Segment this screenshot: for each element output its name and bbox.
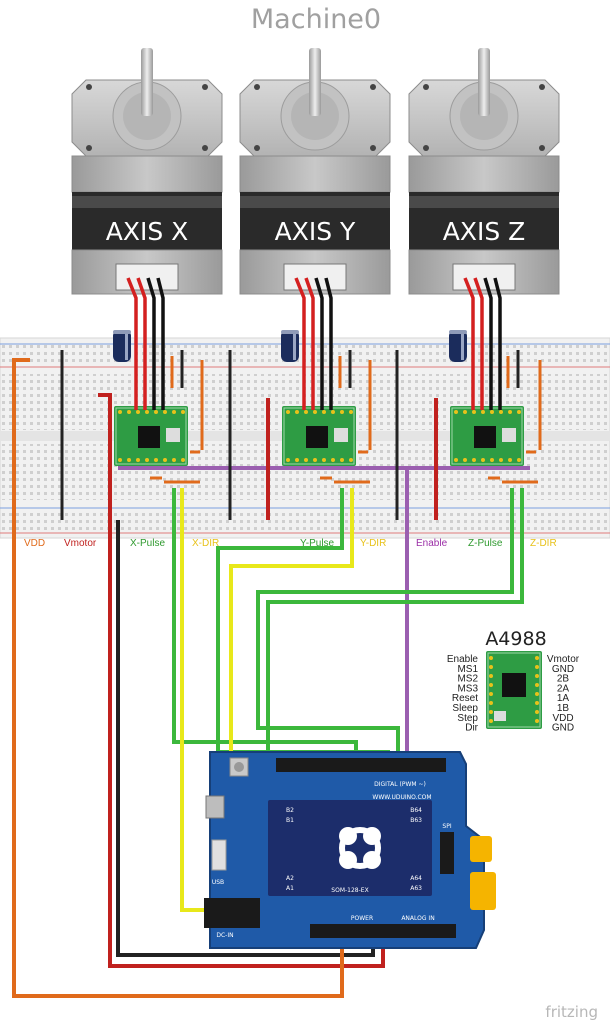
analog-header-label: ANALOG IN — [401, 915, 434, 922]
breadboard-label: Y-DIR — [360, 538, 386, 549]
som-left-label: A2 — [286, 875, 294, 882]
motor-label: AXIS X — [106, 217, 189, 246]
legend-left-pin: Sleep — [452, 703, 478, 714]
som-right-label: B64 — [410, 807, 422, 814]
capacitor — [281, 330, 299, 362]
som-left-label: B1 — [286, 817, 294, 824]
power-header-label: POWER — [351, 915, 373, 922]
legend-right-pin: GND — [552, 723, 574, 734]
legend-left-pin: Dir — [465, 723, 478, 734]
diagram-title: Machine0 — [251, 4, 381, 35]
spi-header — [440, 832, 454, 874]
legend-left-pin: MS1 — [457, 664, 478, 675]
fritzing-watermark: fritzing — [545, 1003, 598, 1021]
breadboard-label: VDD — [24, 538, 45, 549]
breadboard-label: Vmotor — [64, 538, 97, 549]
som-label: SOM-128-EX — [331, 887, 368, 894]
som-right-label: A64 — [410, 875, 422, 882]
motor-label: AXIS Y — [275, 217, 356, 246]
motor-label: AXIS Z — [443, 217, 526, 246]
breadboard-label: X-Pulse — [130, 538, 165, 549]
wire-x-vmotor — [98, 393, 112, 520]
som-left-label: A1 — [286, 885, 294, 892]
legend-right-pin: Vmotor — [547, 654, 580, 665]
wire-vdd — [12, 358, 344, 998]
a4988-driver — [114, 406, 188, 466]
legend-right-pin: GND — [552, 664, 574, 675]
a4988-driver — [450, 406, 524, 466]
legend-right-pin: 2B — [557, 674, 570, 685]
breadboard-label: Enable — [416, 538, 448, 549]
breadboard-label: X-DIR — [192, 538, 219, 549]
a4988-driver — [282, 406, 356, 466]
legend-right-pin: 2A — [557, 683, 570, 694]
som-right-label: B63 — [410, 817, 422, 824]
legend-title: A4988 — [485, 628, 546, 650]
breadboard-label: Y-Pulse — [300, 538, 335, 549]
som-right-label: A63 — [410, 885, 422, 892]
motor-cable — [126, 277, 165, 410]
motor-cable — [463, 277, 502, 410]
som-left-label: B2 — [286, 807, 294, 814]
legend-left-pin: MS3 — [457, 683, 478, 694]
legend-right-pin: VDD — [552, 713, 573, 724]
legend-right-pin: 1B — [557, 703, 570, 714]
microcontroller-board: DIGITAL (PWM ~) WWW.UDUINO.COM POWER ANA… — [204, 751, 496, 949]
legend-left-pin: Step — [457, 713, 478, 724]
legend-left-pin: Reset — [452, 693, 478, 704]
breadboard-label: Z-DIR — [530, 538, 557, 549]
capacitor — [113, 330, 131, 362]
breadboard-label: Z-Pulse — [468, 538, 503, 549]
capacitor — [449, 330, 467, 362]
wire-enable — [118, 466, 530, 760]
som-module — [268, 800, 432, 896]
usb-label: USB — [212, 879, 224, 886]
website-label: WWW.UDUINO.COM — [372, 794, 431, 801]
usb-port — [205, 795, 225, 819]
motor-cable — [294, 277, 333, 410]
legend-left-pin: Enable — [447, 654, 479, 665]
stepper-motor: AXIS X — [71, 48, 223, 295]
stepper-motor: AXIS Z — [408, 48, 560, 295]
dc-jack — [204, 898, 260, 928]
legend-right-pin: 1A — [557, 693, 570, 704]
wire-z-pulse — [256, 488, 514, 760]
stepper-motor: AXIS Y — [239, 48, 391, 295]
dc-label: DC-IN — [216, 932, 233, 939]
spi-label: SPI — [442, 823, 451, 830]
digital-header-label: DIGITAL (PWM ~) — [374, 781, 426, 788]
legend-left-pin: MS2 — [457, 674, 478, 685]
